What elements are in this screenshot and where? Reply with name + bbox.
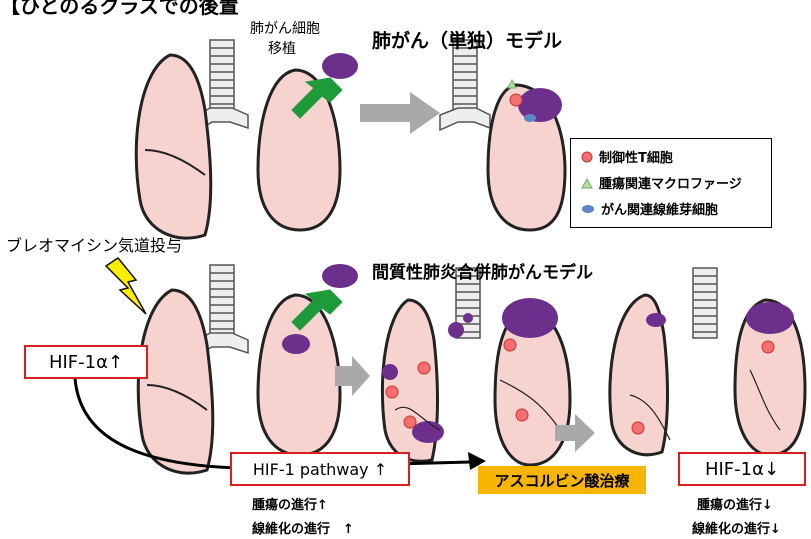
hif-up-box: HIF-1α↑	[24, 345, 148, 379]
fibrosis-progress-down: 線維化の進行↓	[692, 518, 781, 537]
legend-item-treg: 制御性T細胞	[581, 147, 673, 166]
legend-item-tam: 腫瘍関連マクロファージ	[581, 173, 742, 192]
legend-caf-label: がん関連線維芽細胞	[601, 199, 718, 218]
hif-down-box: HIF-1α↓	[678, 452, 806, 486]
legend-tam-label: 腫瘍関連マクロファージ	[599, 173, 742, 192]
legend-treg-label: 制御性T細胞	[599, 147, 673, 166]
lung-pair-top-right	[440, 40, 565, 230]
progress-arrow-top	[360, 92, 440, 134]
model2-title: 間質性肺炎合併肺がんモデル	[372, 258, 593, 283]
transplant-label-line2: 移植	[268, 38, 296, 58]
fibrosis-progress-up: 線維化の進行 ↑	[252, 518, 354, 537]
lung-pair-bottom-right	[610, 268, 805, 455]
tumor-progress-down: 腫瘍の進行↓	[697, 494, 773, 513]
treg-icon	[581, 151, 593, 163]
lightning-bolt-icon	[106, 258, 146, 314]
model1-title: 肺がん（単独）モデル	[372, 26, 562, 53]
tumor-cell-cluster-top	[322, 53, 358, 79]
tumor-progress-up: 腫瘍の進行↑	[252, 494, 328, 513]
transplant-label-line1: 肺がん細胞	[250, 18, 320, 38]
lung-pair-bottom-middle	[382, 268, 570, 465]
legend-item-caf: がん関連線維芽細胞	[581, 199, 718, 218]
tam-icon	[581, 177, 593, 189]
bleomycin-label: ブレオマイシン気道投与	[6, 232, 182, 256]
ascorbic-treatment-label: アスコルビン酸治療	[478, 466, 646, 494]
header-fragment: 【ひとのるクラスでの後置	[0, 0, 239, 19]
lung-pair-top-left	[136, 40, 340, 238]
legend-box: 制御性T細胞 腫瘍関連マクロファージ がん関連線維芽細胞	[570, 138, 772, 228]
tumor-cell-cluster-bottom	[322, 264, 358, 288]
caf-icon	[581, 203, 595, 215]
pathway-box: HIF-1 pathway ↑	[230, 452, 410, 486]
